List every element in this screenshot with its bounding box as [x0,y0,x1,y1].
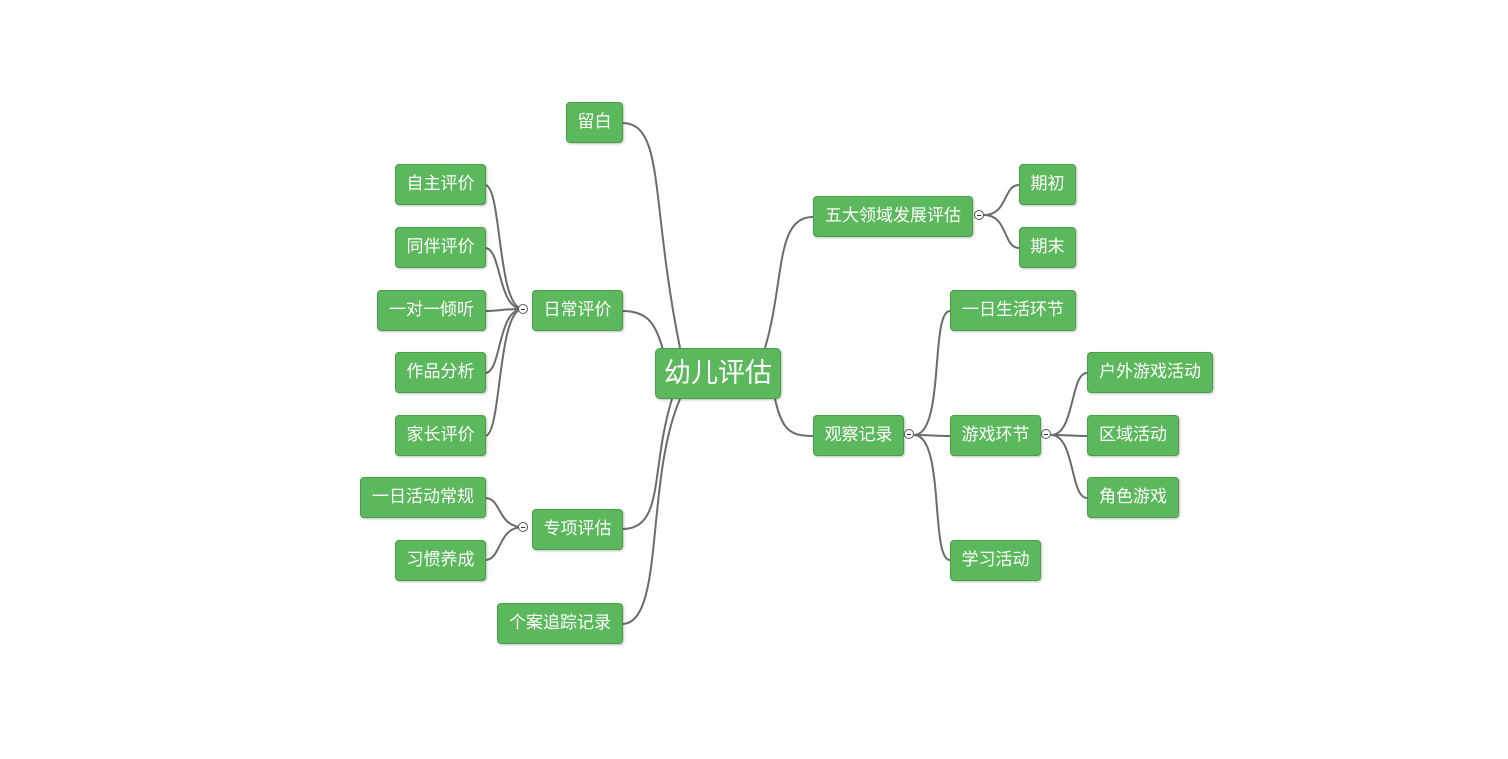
leaf-node-yirihuodong[interactable]: 一日活动常规 [360,477,486,518]
leaf-node-jiazhang[interactable]: 家长评价 [395,415,486,456]
connector-guancha-to-yirishenghuo [913,310,951,436]
leaf-node-yidui[interactable]: 一对一倾听 [377,290,486,331]
leaf-node-zuopin[interactable]: 作品分析 [395,352,486,393]
connector-richang-to-zuopin [484,308,524,374]
connector-richang-to-tongban [484,247,524,310]
leaf-node-qichu[interactable]: 期初 [1019,164,1076,205]
connector-richang-to-jiazhang [484,308,524,437]
sub-node-youxi[interactable]: 游戏环节 [950,415,1041,456]
collapse-toggle-youxi[interactable] [1041,429,1051,439]
connector-guancha-to-xuexi [913,434,951,561]
branch-node-richang[interactable]: 日常评价 [532,290,623,331]
connector-root-to-richang [621,310,664,351]
sub-node-yirishenghuo[interactable]: 一日生活环节 [950,290,1076,331]
leaf-node-huwai[interactable]: 户外游戏活动 [1087,352,1213,393]
connector-root-to-zhuanxiang [621,398,673,530]
branch-node-guancha[interactable]: 观察记录 [813,415,904,456]
connector-root-to-wuda [764,216,814,349]
connector-root-to-gean [621,398,681,625]
connector-youxi-to-juese [1050,434,1088,499]
connector-root-to-guancha [774,398,814,437]
branch-node-liubai[interactable]: 留白 [566,102,623,143]
branch-node-gean[interactable]: 个案追踪记录 [497,603,623,644]
connector-zhuanxiang-to-yirihuodong [484,497,524,528]
leaf-node-tongban[interactable]: 同伴评价 [395,227,486,268]
connector-root-to-liubai [621,122,681,349]
collapse-toggle-guancha[interactable] [904,429,914,439]
leaf-node-xiguan[interactable]: 习惯养成 [395,540,486,581]
connector-richang-to-zizhu [484,184,524,310]
leaf-node-qimo[interactable]: 期末 [1019,227,1076,268]
connector-zhuanxiang-to-xiguan [484,526,524,561]
sub-node-xuexi[interactable]: 学习活动 [950,540,1041,581]
leaf-node-juese[interactable]: 角色游戏 [1087,477,1179,518]
branch-node-zhuanxiang[interactable]: 专项评估 [532,509,623,550]
connector-wuda-to-qichu [983,184,1020,216]
connector-wuda-to-qimo [983,214,1020,249]
root-node[interactable]: 幼儿评估 [655,348,781,399]
connector-youxi-to-huwai [1050,372,1088,436]
branch-node-wuda[interactable]: 五大领域发展评估 [813,196,973,237]
collapse-toggle-wuda[interactable] [974,210,984,220]
leaf-node-zizhu[interactable]: 自主评价 [395,164,486,205]
collapse-toggle-richang[interactable] [518,304,528,314]
leaf-node-quyu[interactable]: 区域活动 [1087,415,1179,456]
collapse-toggle-zhuanxiang[interactable] [518,522,528,532]
